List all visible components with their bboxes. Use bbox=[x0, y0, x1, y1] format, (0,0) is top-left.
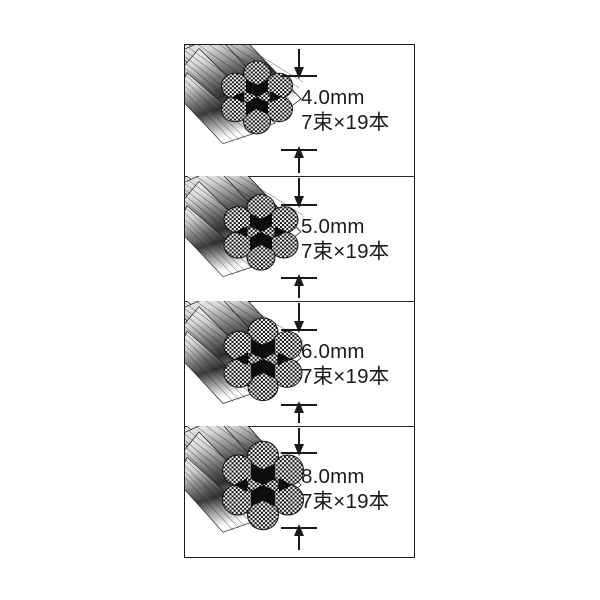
size-label: 5.0mm bbox=[301, 215, 365, 238]
wire-rope-spec-figure: 4.0mm 7束×19本 bbox=[184, 44, 415, 558]
spec-panel-8mm: 8.0mm 7束×19本 bbox=[185, 426, 414, 556]
panel-label-5mm: 5.0mm 7束×19本 bbox=[301, 214, 389, 264]
size-label: 4.0mm bbox=[301, 86, 365, 109]
spec-panel-6mm: 6.0mm 7束×19本 bbox=[185, 301, 414, 426]
spec-panel-4mm: 4.0mm 7束×19本 bbox=[185, 45, 414, 176]
spec-panel-5mm: 5.0mm 7束×19本 bbox=[185, 176, 414, 301]
panel-label-8mm: 8.0mm 7束×19本 bbox=[301, 464, 389, 514]
panel-label-4mm: 4.0mm 7束×19本 bbox=[301, 85, 389, 135]
spec-label: 7束×19本 bbox=[301, 240, 390, 263]
spec-label: 7束×19本 bbox=[301, 365, 390, 388]
spec-label: 7束×19本 bbox=[301, 490, 390, 513]
size-label: 6.0mm bbox=[301, 340, 365, 363]
panel-label-6mm: 6.0mm 7束×19本 bbox=[301, 339, 389, 389]
spec-label: 7束×19本 bbox=[301, 111, 390, 134]
size-label: 8.0mm bbox=[301, 465, 365, 488]
